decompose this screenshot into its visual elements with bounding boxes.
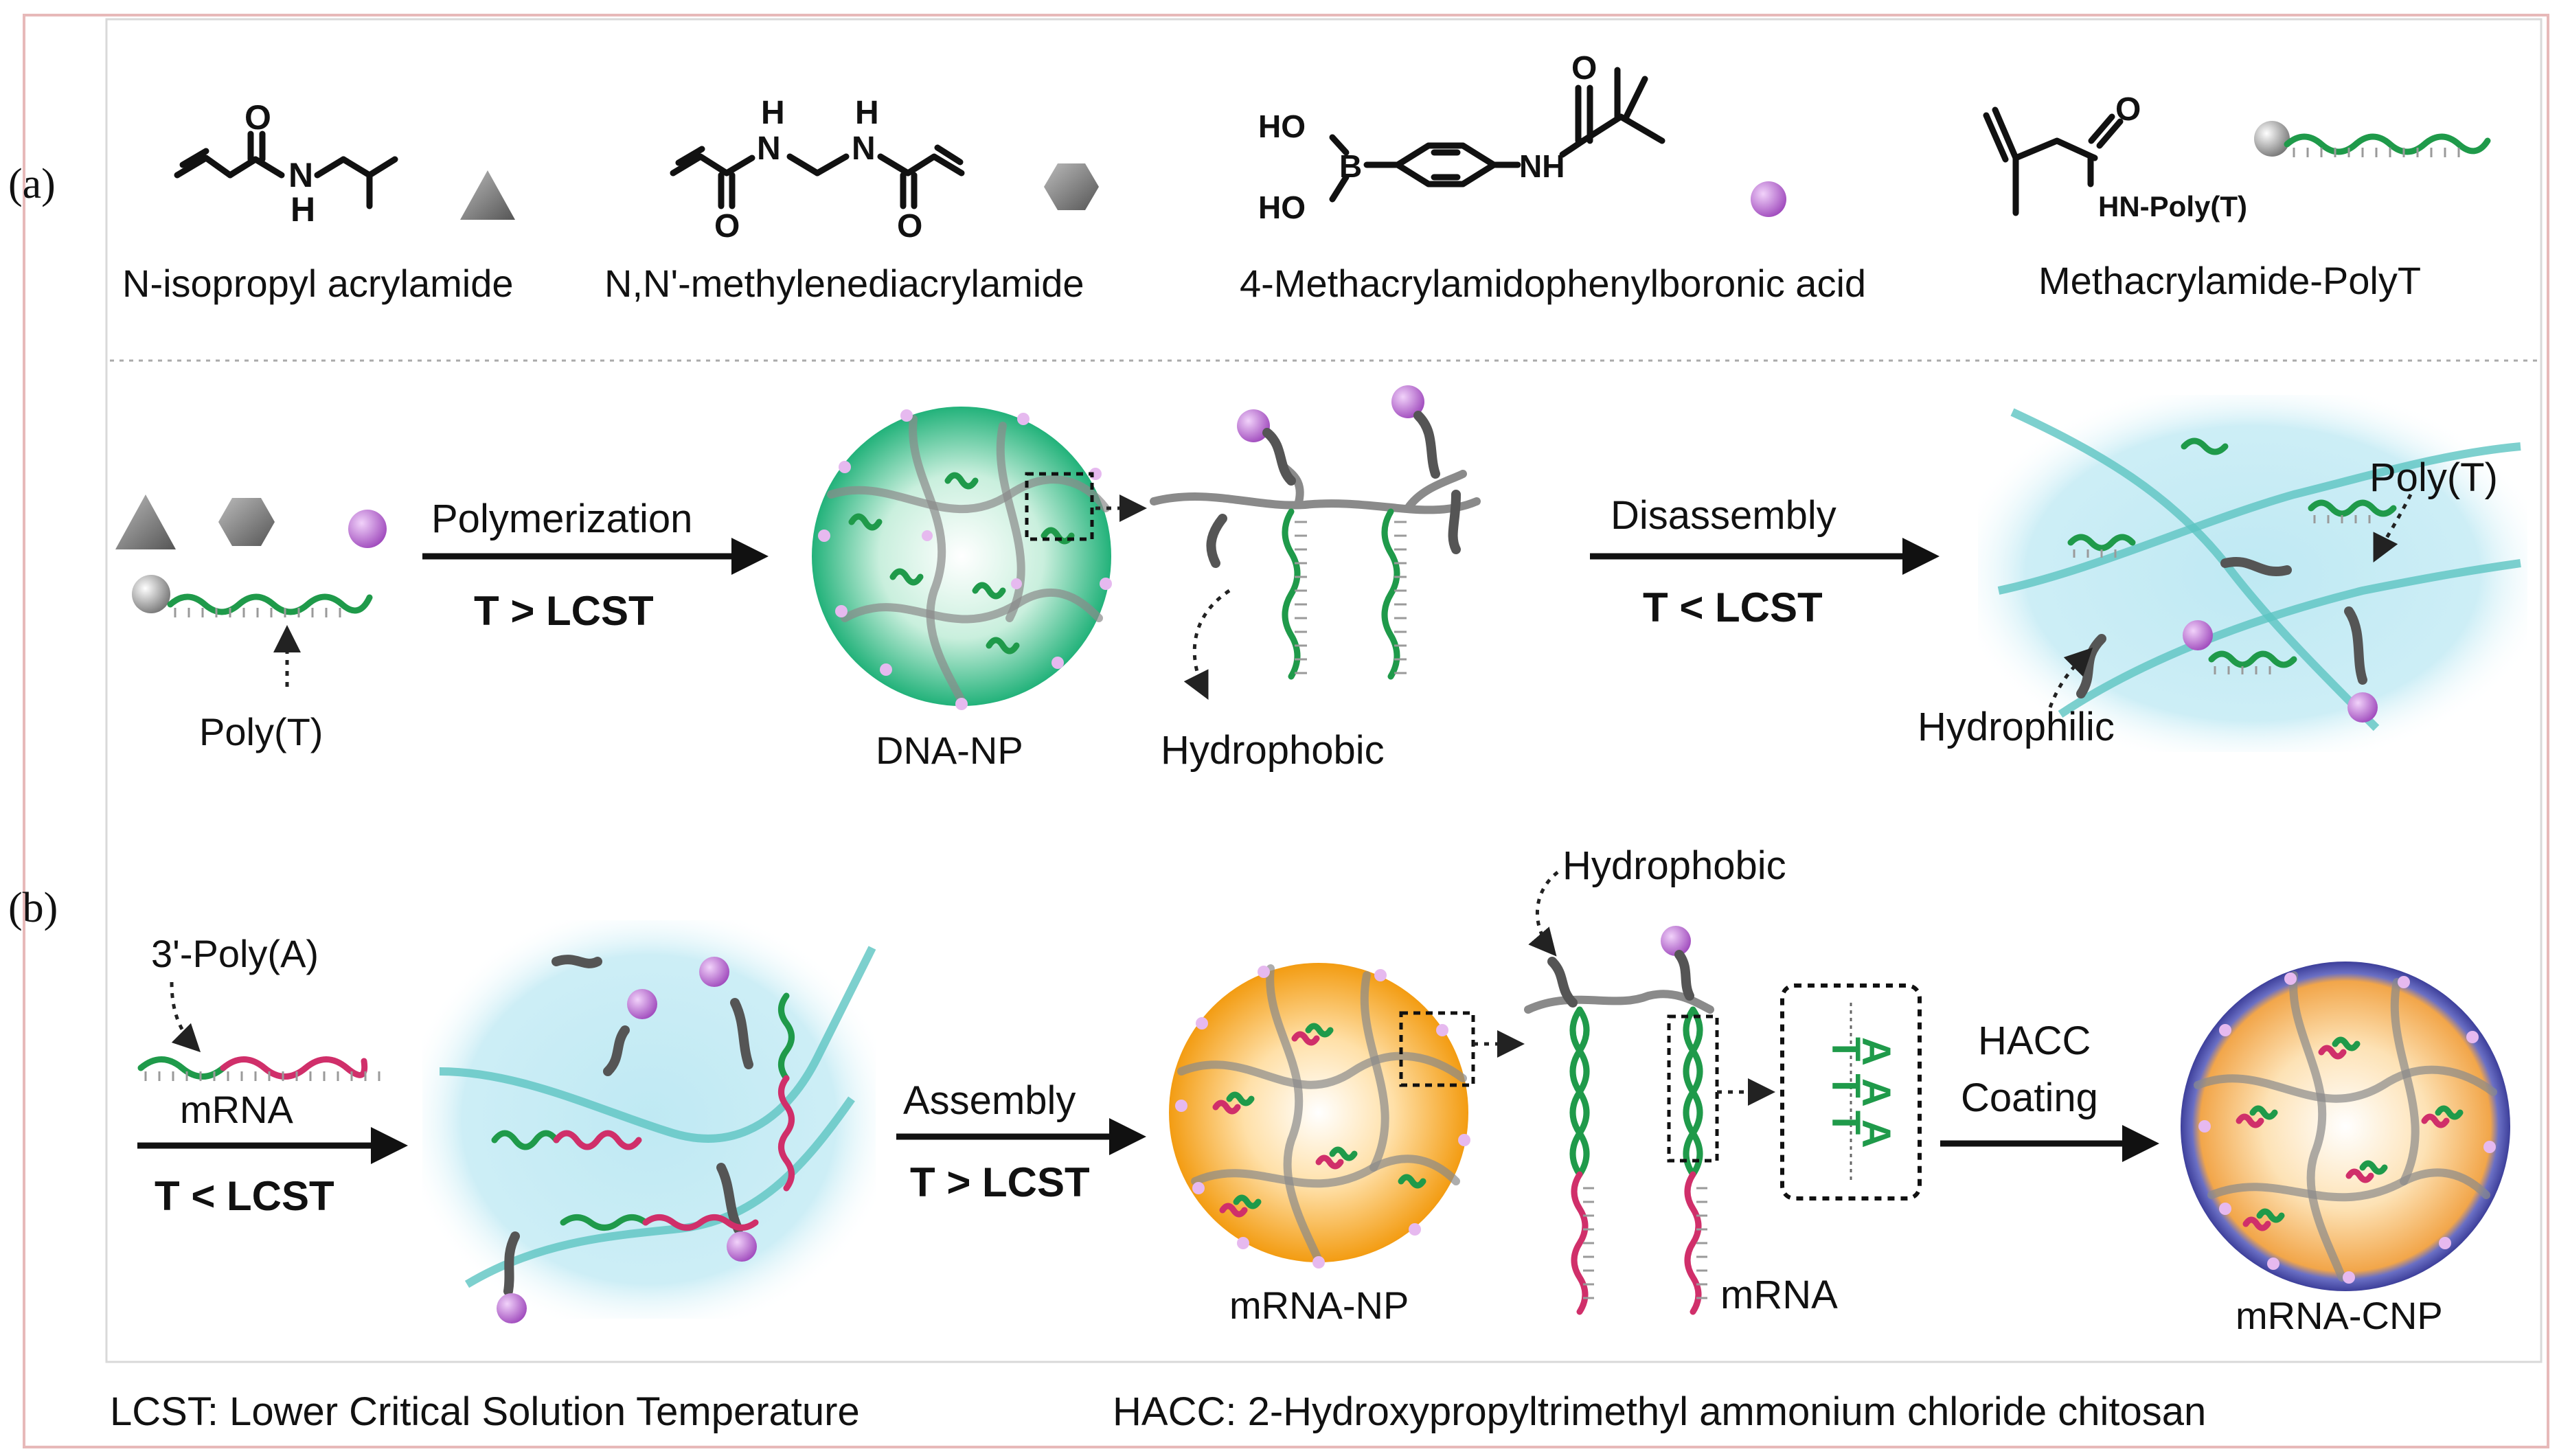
mrna-label: mRNA [180, 1088, 294, 1131]
hydrophobic-label-a: Hydrophobic [1161, 728, 1385, 773]
bis-O2: O [897, 208, 922, 244]
polyt-label: Poly(T) [199, 710, 323, 753]
main-panel [105, 18, 2543, 1363]
basepair-ttt: TTT [1823, 1037, 1868, 1147]
hexagon-icon [218, 498, 275, 546]
zoom-chain-mrna [1524, 926, 1719, 1315]
bis-N2: N [852, 130, 876, 167]
monomer-label-4: Methacrylamide-PolyT [2038, 259, 2421, 302]
mrna-np-label: mRNA-NP [1229, 1284, 1409, 1327]
polyt-anchor-sphere-icon [132, 575, 170, 613]
mrna-cnp-label: mRNA-CNP [2236, 1294, 2443, 1337]
pba-NH: NH [1519, 148, 1565, 184]
bis-structure [670, 144, 965, 209]
disassembly-condition: T < LCST [1643, 584, 1823, 630]
basepair-aaa: AAA [1854, 1037, 1898, 1161]
hydrophobic-pointer-arrow [1183, 589, 1231, 700]
bis-H1: H [761, 95, 785, 131]
hexagon-icon [1044, 163, 1099, 210]
hydrophobic-pointer-arrow-b [1528, 871, 1559, 957]
bis-N1: N [757, 130, 781, 167]
pba-O: O [1571, 50, 1597, 87]
bis-H2: H [855, 95, 879, 131]
nipam-O: O [245, 98, 271, 137]
boronic-acid-sphere-icon [1751, 181, 1786, 217]
polyt-strand-icon [167, 593, 373, 617]
triangle-icon [460, 170, 515, 220]
polyt-monomer-structure [1983, 106, 2124, 216]
polymerization-label: Polymerization [431, 497, 692, 541]
panel-label-b: (b) [8, 885, 58, 931]
pba-HO2: HO [1258, 190, 1306, 225]
triangle-icon [115, 494, 176, 549]
disassembled-solution [1978, 395, 2527, 752]
monomer-label-2: N,N'-methylenediacrylamide [604, 262, 1084, 305]
polyt-strand-icon [2284, 133, 2491, 157]
hydrophobic-label-b: Hydrophobic [1562, 843, 1786, 888]
bis-O1: O [714, 208, 740, 244]
footnote-hacc: HACC: 2-Hydroxypropyltrimethyl ammonium … [1113, 1389, 2206, 1434]
hydrophilic-pointer-arrow [2048, 647, 2093, 708]
footnote-lcst: LCST: Lower Critical Solution Temperatur… [110, 1389, 860, 1434]
mrna-label-2: mRNA [1720, 1273, 1838, 1317]
monomer-label-3: 4-Methacrylamidophenylboronic acid [1240, 262, 1866, 305]
hacc-label: HACC [1978, 1019, 2091, 1063]
pba-B: B [1339, 148, 1362, 184]
polyt-O: O [2115, 91, 2141, 128]
mrna-np-particle [1169, 963, 1475, 1269]
dna-np-label: DNA-NP [876, 729, 1023, 772]
outer-frame [23, 14, 2549, 1448]
polyt-label-2: Poly(T) [2369, 455, 2498, 500]
polyt-HN: HN-Poly(T) [2098, 190, 2247, 223]
assembly-label: Assembly [903, 1078, 1076, 1123]
polya-label: 3'-Poly(A) [151, 932, 319, 975]
polyt-anchor-sphere-icon [2254, 121, 2290, 157]
mrna-mixing-condition: T < LCST [155, 1173, 334, 1219]
basepair-box [1780, 983, 1922, 1201]
monomer-label-1: N-isopropyl acrylamide [122, 262, 514, 305]
zoom-chain-dna [1150, 385, 1481, 680]
mrna-mixed-solution [422, 920, 876, 1323]
nipam-N: N [288, 156, 313, 194]
boronic-acid-sphere-icon [348, 510, 387, 548]
hydrophilic-label: Hydrophilic [1918, 705, 2115, 749]
polymerization-condition: T > LCST [474, 588, 654, 634]
coating-label: Coating [1961, 1076, 2098, 1120]
mrna-strand-icon [137, 1056, 380, 1081]
disassembly-label: Disassembly [1611, 493, 1836, 538]
assembly-condition: T > LCST [910, 1159, 1090, 1205]
pba-HO1: HO [1258, 109, 1306, 144]
mrna-cnp-particle [2181, 962, 2510, 1291]
pba-structure [1329, 67, 1665, 203]
panel-label-a: (a) [8, 161, 56, 207]
nipam-H: H [291, 190, 315, 229]
dna-np-particle [812, 407, 1112, 710]
nipam-structure [174, 130, 398, 209]
polya-pointer-arrow [170, 981, 201, 1053]
